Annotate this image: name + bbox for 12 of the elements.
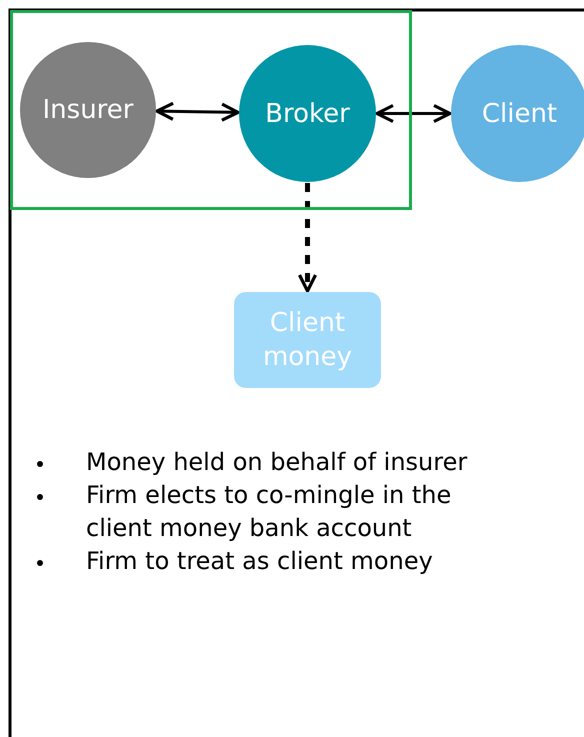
client-money-box xyxy=(234,292,381,388)
bullet-item: Money held on behalf of insurer xyxy=(28,446,496,479)
node-label: Broker xyxy=(265,98,350,130)
arrow xyxy=(375,104,452,124)
group-frame xyxy=(10,10,412,210)
arrow xyxy=(155,102,240,122)
bullet-item: Firm elects to co-mingle in the client money bank account xyxy=(28,479,496,545)
node-label: Insurer xyxy=(42,94,134,127)
node-label: Client money xyxy=(262,307,354,374)
node-label: Client xyxy=(482,98,558,130)
bullet-item: Firm to treat as client money xyxy=(28,545,496,578)
arrow xyxy=(298,183,318,293)
